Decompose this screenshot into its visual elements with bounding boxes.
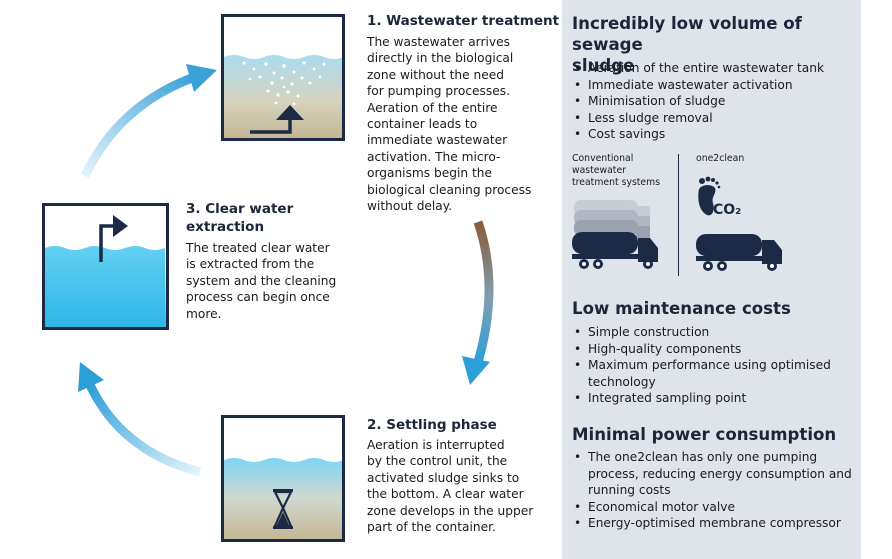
power-heading: Minimal power consumption	[572, 425, 837, 444]
list-item: Minimisation of sludge	[572, 93, 855, 110]
list-item: Integrated sampling point	[572, 390, 855, 407]
co2-label: CO₂	[713, 202, 742, 218]
comparison-divider	[678, 154, 679, 276]
sludge-list: Aeration of the entire wastewater tank I…	[572, 60, 855, 143]
list-item: The one2clean has only one pumping proce…	[572, 449, 855, 499]
tank-clear-water	[42, 203, 169, 330]
maintenance-list: Simple construction High-quality compone…	[572, 324, 855, 407]
hourglass-icon	[273, 489, 293, 529]
arrow-to-step2	[462, 220, 494, 385]
conventional-label: Conventional wastewater treatment system…	[572, 153, 661, 188]
list-item: Economical motor valve	[572, 499, 855, 516]
list-item: Maximum performance using optimised tech…	[572, 357, 855, 390]
truck-stack-icon	[572, 200, 658, 269]
list-item: Simple construction	[572, 324, 855, 341]
step2-title: 2. Settling phase	[367, 417, 497, 433]
list-item: Less sludge removal	[572, 110, 855, 127]
arrow-to-step3	[78, 362, 202, 477]
brand-label: one2clean	[696, 153, 745, 164]
tank-wastewater-treatment	[221, 14, 345, 141]
list-item: Cost savings	[572, 126, 855, 143]
extraction-outlet-icon	[99, 215, 128, 262]
list-item: Aeration of the entire wastewater tank	[572, 60, 855, 77]
tank-settling	[221, 415, 345, 542]
arrow-to-step1	[80, 64, 217, 178]
list-item: Energy-optimised membrane compressor	[572, 515, 855, 532]
power-list: The one2clean has only one pumping proce…	[572, 449, 855, 532]
step1-title: 1. Wastewater treatment	[367, 13, 560, 29]
truck-icon	[696, 234, 782, 271]
list-item: High-quality components	[572, 341, 855, 358]
footprint-icon	[698, 176, 721, 216]
cycle-arrows	[78, 64, 494, 477]
maintenance-heading: Low maintenance costs	[572, 299, 791, 318]
list-item: Immediate wastewater activation	[572, 77, 855, 94]
aerator-icon	[276, 105, 304, 120]
